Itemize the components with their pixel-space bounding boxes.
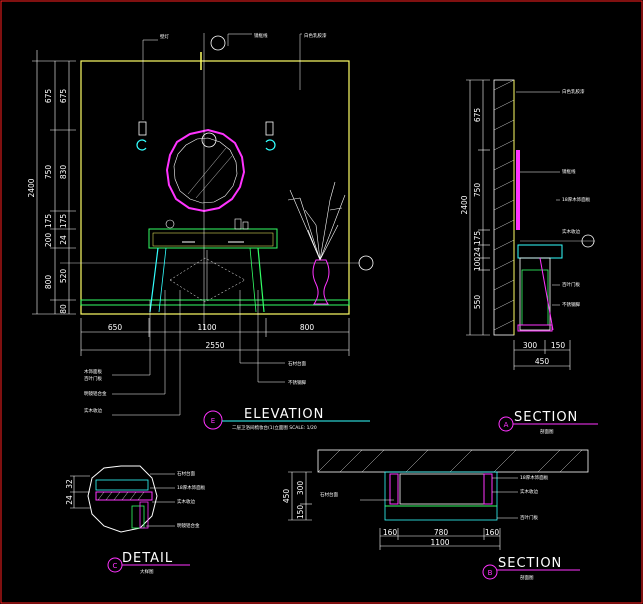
dim-bottom-2: 800 — [300, 323, 315, 332]
section-b-note-3: 百叶门板 — [520, 514, 538, 521]
note-top-1: 镜框线 — [254, 32, 268, 39]
floor-strip — [80, 299, 350, 306]
dim-total-height: 2400 — [27, 178, 36, 197]
section-a-bottom-1: 150 — [551, 341, 566, 350]
section-a-note-1: 镜框线 — [562, 168, 576, 175]
dim-right-2: 175 — [59, 214, 68, 229]
note-bottom-4: 石材台面 — [288, 360, 306, 367]
dim-left-2: 175 — [44, 214, 53, 229]
section-a-note-2: 18厚木饰面板 — [562, 196, 591, 203]
section-a-tag: A — [504, 421, 509, 429]
wall-lamp-left — [136, 121, 147, 151]
wall-lamp-right — [265, 121, 276, 151]
detail-dim-1: 32 — [65, 479, 74, 489]
dim-left-0: 675 — [44, 89, 53, 104]
section-a-note-3: 实木收边 — [562, 228, 580, 235]
axis-marker-top — [210, 35, 226, 51]
section-b-title: SECTION — [498, 556, 562, 571]
detail-note-3: 明镜铝合金 — [177, 522, 200, 529]
section-b-bottom-1: 780 — [434, 528, 449, 537]
section-b-left-0: 300 — [296, 481, 305, 496]
dim-right-4: 520 — [59, 269, 68, 284]
elevation-left-dims — [32, 50, 76, 315]
note-bottom-3: 实木收边 — [84, 407, 102, 414]
section-b-note-1: 18厚木饰面板 — [520, 474, 549, 481]
section-a-dim-5: 550 — [473, 295, 482, 310]
detail-title: DETAIL — [122, 551, 173, 566]
detail-note-0: 石材台面 — [177, 470, 195, 477]
elevation-view: 2400 675 750 175 200 800 675 830 175 24 … — [27, 32, 374, 431]
detail-note-1: 18厚木饰面板 — [177, 484, 206, 491]
axis-marker-right — [358, 255, 374, 271]
detail-dim-0: 24 — [65, 495, 74, 505]
elevation-subtitle: 二层卫浴间梳妆台(1)立面图 SCALE: 1/20 — [232, 424, 317, 431]
section-a-view: 2400 675 750 175 24 100 550 300 150 450 … — [460, 79, 598, 435]
section-a-title: SECTION — [514, 410, 578, 425]
dim-right-5: 80 — [59, 304, 68, 314]
section-b-total-w: 1100 — [430, 538, 449, 547]
dim-right-0: 675 — [59, 89, 68, 104]
elevation-tag-circle — [203, 410, 223, 430]
section-b-tag-circle — [482, 564, 498, 580]
section-a-subtitle: 剖面图 — [540, 428, 554, 435]
dim-right-3: 24 — [59, 235, 68, 245]
dim-left-3: 200 — [44, 233, 53, 248]
note-top-0: 壁灯 — [160, 33, 169, 40]
section-a-bottom-0: 300 — [523, 341, 538, 350]
axis-marker-middle — [201, 132, 217, 148]
note-bottom-2: 明镜铝合金 — [84, 390, 107, 397]
section-b-view: 450 300 150 160 780 160 1100 石材台面 18厚木饰面… — [282, 449, 589, 581]
vanity-table — [148, 218, 278, 313]
dim-left-4: 800 — [44, 275, 53, 290]
section-a-dim-1: 750 — [473, 183, 482, 198]
section-a-note-4: 百叶门板 — [562, 281, 580, 288]
elevation-title: ELEVATION — [244, 407, 324, 422]
dim-bottom-0: 650 — [108, 323, 123, 332]
dim-total-width: 2550 — [205, 341, 224, 350]
section-b-subtitle: 剖面图 — [520, 574, 534, 581]
detail-subtitle: 大样图 — [140, 568, 154, 575]
note-bottom-5: 不锈钢脚 — [288, 379, 306, 386]
section-b-total-h: 450 — [282, 489, 291, 504]
section-a-dim-4: 100 — [473, 257, 482, 272]
dim-right-1: 830 — [59, 165, 68, 180]
note-bottom-0: 木饰面板 — [84, 368, 102, 375]
plant-vase — [287, 181, 346, 305]
section-b-bottom-0: 160 — [383, 528, 398, 537]
dim-left-1: 750 — [44, 165, 53, 180]
section-a-dim-2: 175 — [473, 231, 482, 246]
note-bottom-1: 百叶门板 — [84, 375, 102, 382]
section-a-total: 2400 — [460, 195, 469, 214]
section-b-note-2: 实木收边 — [520, 488, 538, 495]
detail-note-2: 实木收边 — [177, 498, 195, 505]
section-a-dim-3: 24 — [473, 247, 482, 257]
section-b-left-1: 150 — [296, 505, 305, 520]
section-a-total-w: 450 — [535, 357, 550, 366]
elevation-bottom-dims — [80, 318, 350, 356]
elevation-tag: E — [211, 417, 215, 425]
section-b-tag: B — [488, 569, 493, 577]
detail-view: 24 32 石材台面 18厚木饰面板 实木收边 明镜铝合金 C DETAIL 大… — [65, 465, 206, 575]
section-b-bottom-2: 160 — [485, 528, 500, 537]
section-a-note-0: 白色乳胶漆 — [562, 88, 585, 95]
section-b-note-0: 石材台面 — [320, 491, 338, 498]
section-a-note-5: 不锈钢脚 — [562, 301, 580, 308]
round-mirror — [165, 128, 246, 213]
detail-tag: C — [113, 562, 118, 570]
wall-outline — [80, 60, 350, 315]
note-top-2: 白色乳胶漆 — [304, 32, 327, 39]
section-a-dim-0: 675 — [473, 108, 482, 123]
dim-bottom-1: 1100 — [197, 323, 216, 332]
